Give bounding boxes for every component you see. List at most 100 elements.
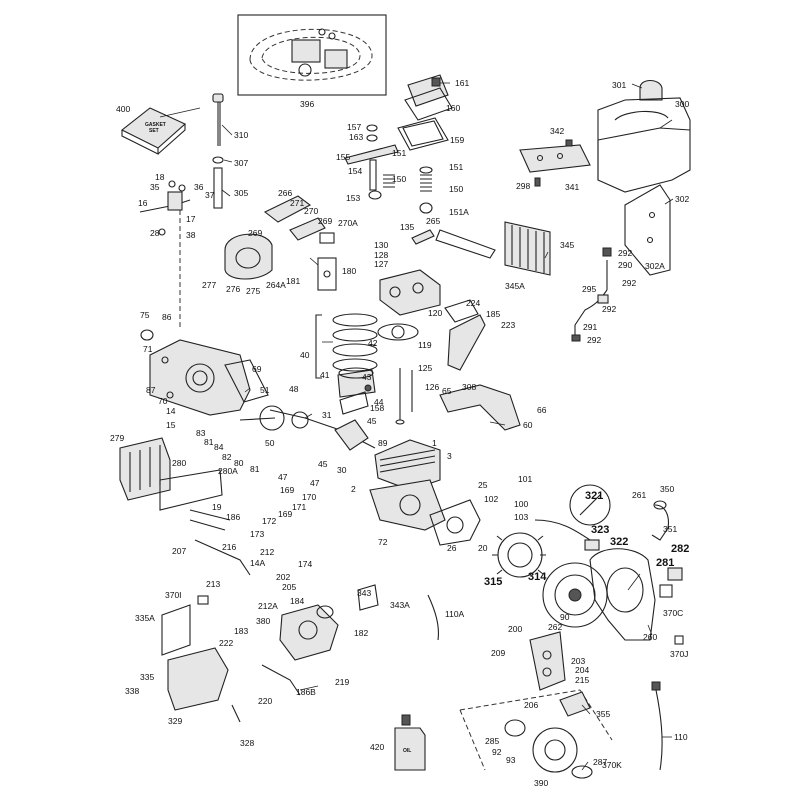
part-label-89: 89 (378, 438, 388, 448)
part-label-119: 119 (418, 340, 432, 350)
part-label-87: 87 (146, 385, 156, 395)
part-label-300: 300 (675, 99, 689, 109)
part-label-70: 70 (158, 396, 168, 406)
part-label-335A: 335A (135, 613, 155, 623)
shroud-panel (504, 221, 551, 276)
valves (395, 368, 413, 425)
part-label-282: 282 (671, 543, 689, 555)
gasket-set-box: GASKET SET (120, 107, 186, 155)
part-label-341: 341 (565, 182, 579, 192)
part-label-16: 16 (138, 198, 148, 208)
ground-wire (357, 584, 439, 641)
part-label-43: 43 (362, 372, 372, 382)
part-label-322: 322 (610, 536, 628, 548)
part-label-125: 125 (418, 363, 432, 373)
rocker-assembly (224, 195, 337, 291)
part-label-47-a: 47 (278, 472, 288, 482)
part-label-292-b: 292 (622, 278, 636, 288)
part-label-186: 186 (226, 512, 240, 522)
part-label-329: 329 (168, 716, 182, 726)
part-label-314: 314 (528, 571, 547, 583)
inset-assembly-396 (237, 14, 387, 96)
part-label-380: 380 (256, 616, 270, 626)
blower-housing (589, 548, 656, 641)
part-label-83: 83 (196, 428, 206, 438)
crankcase-cover (140, 329, 251, 416)
part-label-2: 2 (351, 484, 356, 494)
part-label-15: 15 (166, 420, 176, 430)
part-label-262: 262 (548, 622, 562, 632)
part-label-151A: 151A (449, 207, 469, 217)
flywheel (542, 562, 608, 628)
part-label-102: 102 (484, 494, 498, 504)
part-label-169-a: 169 (280, 485, 294, 495)
part-label-154: 154 (348, 166, 362, 176)
part-label-183: 183 (234, 626, 248, 636)
part-label-400: 400 (116, 104, 130, 114)
part-label-204: 204 (575, 665, 589, 675)
part-label-160: 160 (446, 103, 460, 113)
part-label-370K: 370K (602, 760, 622, 770)
part-label-14: 14 (166, 406, 176, 416)
intake-manifold (444, 299, 486, 371)
part-label-81-a: 81 (204, 437, 214, 447)
part-label-292-a: 292 (618, 248, 632, 258)
throttle-cable (651, 681, 663, 771)
part-label-69: 69 (252, 364, 262, 374)
oil-bottle-text: OIL (403, 748, 411, 754)
part-label-31: 31 (322, 410, 332, 420)
part-label-126: 126 (425, 382, 439, 392)
part-label-3: 3 (447, 451, 452, 461)
part-label-60: 60 (523, 420, 533, 430)
gasket-set-text-1: GASKET (145, 122, 166, 128)
part-label-315: 315 (484, 576, 502, 588)
part-label-343: 343 (357, 588, 371, 598)
part-label-212A: 212A (258, 601, 278, 611)
stator (492, 532, 546, 578)
blower-shroud (439, 384, 521, 431)
cylinder-block (369, 439, 446, 531)
part-label-181: 181 (286, 276, 300, 286)
part-label-287: 287 (593, 757, 607, 767)
part-label-171: 171 (292, 502, 306, 512)
part-label-80: 80 (234, 458, 244, 468)
part-label-128: 128 (374, 250, 388, 260)
tank-bracket (519, 139, 591, 187)
part-label-335: 335 (140, 672, 154, 682)
part-label-302: 302 (675, 194, 689, 204)
part-label-20: 20 (478, 543, 488, 553)
part-label-202: 202 (276, 572, 290, 582)
part-label-40: 40 (300, 350, 310, 360)
part-label-153: 153 (346, 193, 360, 203)
part-label-203: 203 (571, 656, 585, 666)
part-label-110: 110 (674, 732, 688, 742)
part-label-185: 185 (486, 309, 500, 319)
part-label-212: 212 (260, 547, 274, 557)
part-label-307: 307 (234, 158, 248, 168)
part-label-222: 222 (219, 638, 233, 648)
part-label-370I: 370I (165, 590, 182, 600)
part-label-206: 206 (524, 700, 538, 710)
part-label-65: 65 (442, 386, 452, 396)
part-label-266: 266 (278, 188, 292, 198)
part-label-48: 48 (289, 384, 299, 394)
part-label-135: 135 (400, 222, 414, 232)
fuel-line (571, 247, 612, 342)
part-label-270A: 270A (338, 218, 358, 228)
part-label-17: 17 (186, 214, 196, 224)
part-label-92: 92 (492, 747, 502, 757)
part-label-223: 223 (501, 320, 515, 330)
part-label-130: 130 (374, 240, 388, 250)
part-label-308: 308 (462, 382, 476, 392)
part-label-155: 155 (336, 152, 350, 162)
control-bracket (161, 604, 229, 711)
heat-shield (624, 184, 671, 276)
part-label-182: 182 (354, 628, 368, 638)
part-label-35: 35 (150, 182, 160, 192)
part-label-159: 159 (450, 135, 464, 145)
part-label-100: 100 (514, 499, 528, 509)
part-label-169-b: 169 (278, 509, 292, 519)
part-label-370C: 370C (663, 608, 683, 618)
part-label-281: 281 (656, 557, 674, 569)
leader-lines (159, 82, 674, 771)
